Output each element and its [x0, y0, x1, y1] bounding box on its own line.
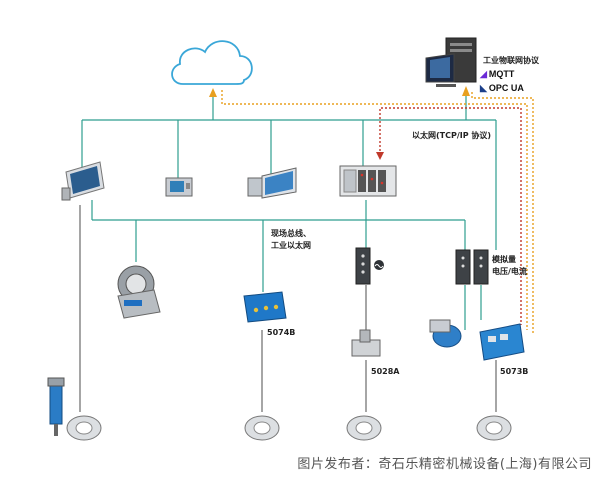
sensor-ring-3-icon	[346, 415, 382, 441]
opcua-icon: ◣	[480, 83, 487, 93]
fieldbus-label-line2: 工业以太网	[271, 241, 311, 250]
sensor-ring-1-icon	[66, 415, 102, 441]
plc-rack-icon	[339, 165, 397, 197]
compact-hmi-icon	[165, 177, 193, 197]
analog-label-line1: 模拟量	[492, 255, 516, 264]
model-5074b-label: 5074B	[267, 328, 296, 337]
amplifier-5074b-icon	[243, 291, 287, 323]
orange-dotted-link-2	[471, 92, 534, 335]
plc-arrow-icon	[376, 152, 384, 160]
blue-sensor-icon	[429, 319, 462, 348]
ethernet-label: 以太网(TCP/IP 协议)	[412, 131, 492, 140]
protocols-label: 工业物联网协议	[483, 56, 539, 65]
cloud-arrow-icon	[209, 88, 217, 97]
model-5028a-label: 5028A	[371, 367, 400, 376]
torque-flange-icon	[117, 265, 161, 319]
opcua-label: OPC UA	[488, 83, 524, 93]
mqtt-label: MQTT	[488, 69, 515, 79]
mqtt-icon: ◢	[480, 69, 487, 79]
panel-pc-icon	[61, 161, 105, 201]
io-module-icon	[355, 247, 384, 285]
fieldbus-label-line1: 现场总线、	[271, 229, 311, 238]
analog-modules-icon	[455, 249, 489, 285]
amplifier-5073b-icon	[479, 323, 525, 361]
industrial-pc-icon	[425, 37, 477, 87]
model-5073b-label: 5073B	[500, 367, 529, 376]
image-credit: 图片发布者：奇石乐精密机械设备(上海)有限公司	[297, 457, 592, 472]
sensor-ring-2-icon	[244, 415, 280, 441]
pc-arrow-icon	[462, 86, 470, 96]
mqtt-logo: ◢MQTT	[480, 69, 514, 80]
cloud-icon	[171, 40, 253, 85]
sensor-ring-4-icon	[476, 415, 512, 441]
opcua-logo: ◣OPC UA	[480, 83, 524, 94]
hmi-monitor-icon	[247, 167, 297, 199]
analog-label-line2: 电压/电流	[492, 267, 527, 276]
force-cylinder-icon	[47, 377, 65, 436]
red-dotted-link	[379, 107, 522, 325]
transmitter-5028a-icon	[351, 329, 381, 357]
mqtt-dotted-link	[221, 90, 528, 330]
